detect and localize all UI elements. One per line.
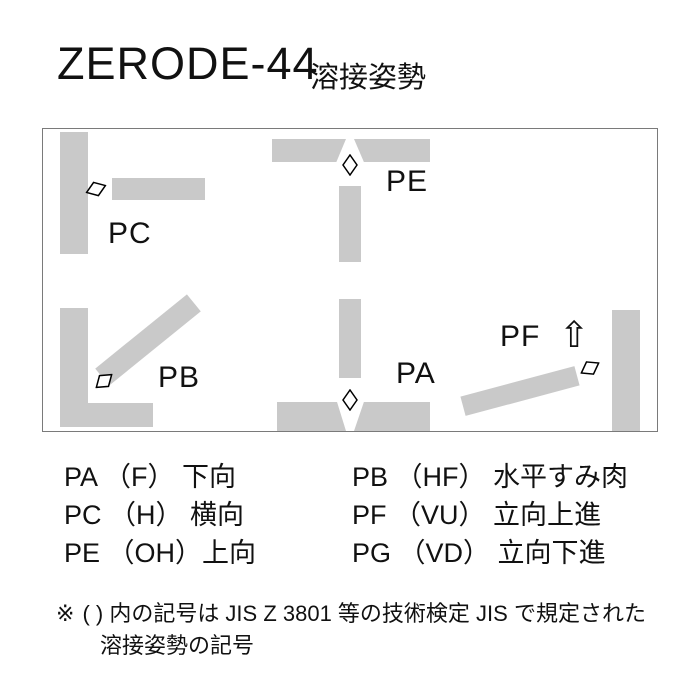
pa-label: PA: [396, 357, 436, 390]
pc-label: PC: [108, 217, 152, 250]
pa-floor-plate-left: [277, 402, 346, 431]
pf-vertical-plate: [612, 310, 640, 431]
footnote-marker: ※: [56, 601, 75, 626]
pb-floor-plate: [60, 403, 153, 427]
legend-item-pc: PC （H） 横向: [64, 500, 245, 530]
pa-floor-plate-right: [354, 402, 430, 431]
pc-weld-diamond-icon: [83, 178, 109, 201]
pa-electrode-bar: [339, 299, 361, 378]
page-title: ZERODE-44: [57, 38, 319, 89]
pe-ceiling-plate-right: [354, 139, 430, 162]
pa-weld-diamond-icon: [342, 388, 358, 412]
pe-weld-diamond-icon: [342, 153, 358, 177]
footnote-line2: 溶接姿勢の記号: [100, 633, 255, 658]
welding-positions-diagram: PC PE PA PB PF ⇧: [42, 128, 658, 432]
pe-label: PE: [386, 165, 429, 198]
legend-column-left: PA （F） 下向 PC （H） 横向 PE （OH）上向: [64, 462, 256, 568]
legend-item-pg: PG （VD） 立向下進: [352, 538, 606, 568]
footnote: ※ ( ) 内の記号は JIS Z 3801 等の技術検定 JIS で規定された…: [56, 598, 646, 662]
pe-electrode-bar: [339, 186, 361, 262]
pb-label: PB: [158, 361, 201, 394]
pc-vertical-plate: [60, 132, 88, 254]
pe-ceiling-plate-left: [272, 139, 346, 162]
page-subtitle: 溶接姿勢: [310, 62, 427, 94]
legend-item-pf: PF （VU） 立向上進: [352, 500, 602, 530]
legend-item-pa: PA （F） 下向: [64, 462, 237, 492]
pb-weld-diamond-icon: [90, 368, 117, 394]
pc-electrode-bar: [112, 178, 205, 200]
legend-item-pb: PB （HF） 水平すみ肉: [352, 462, 629, 492]
pf-electrode-bar: [460, 366, 580, 416]
legend-column-right: PB （HF） 水平すみ肉 PF （VU） 立向上進 PG （VD） 立向下進: [352, 462, 628, 568]
legend-item-pe: PE （OH）上向: [64, 538, 257, 568]
pf-weld-diamond-icon: [576, 356, 603, 381]
pb-vertical-plate: [60, 308, 88, 403]
pf-up-arrow-icon: ⇧: [559, 314, 590, 355]
pf-label: PF: [500, 320, 541, 353]
footnote-line1: ※ ( ) 内の記号は JIS Z 3801 等の技術検定 JIS で規定された: [56, 598, 646, 630]
footnote-text1: ( ) 内の記号は JIS Z 3801 等の技術検定 JIS で規定された: [82, 601, 646, 626]
